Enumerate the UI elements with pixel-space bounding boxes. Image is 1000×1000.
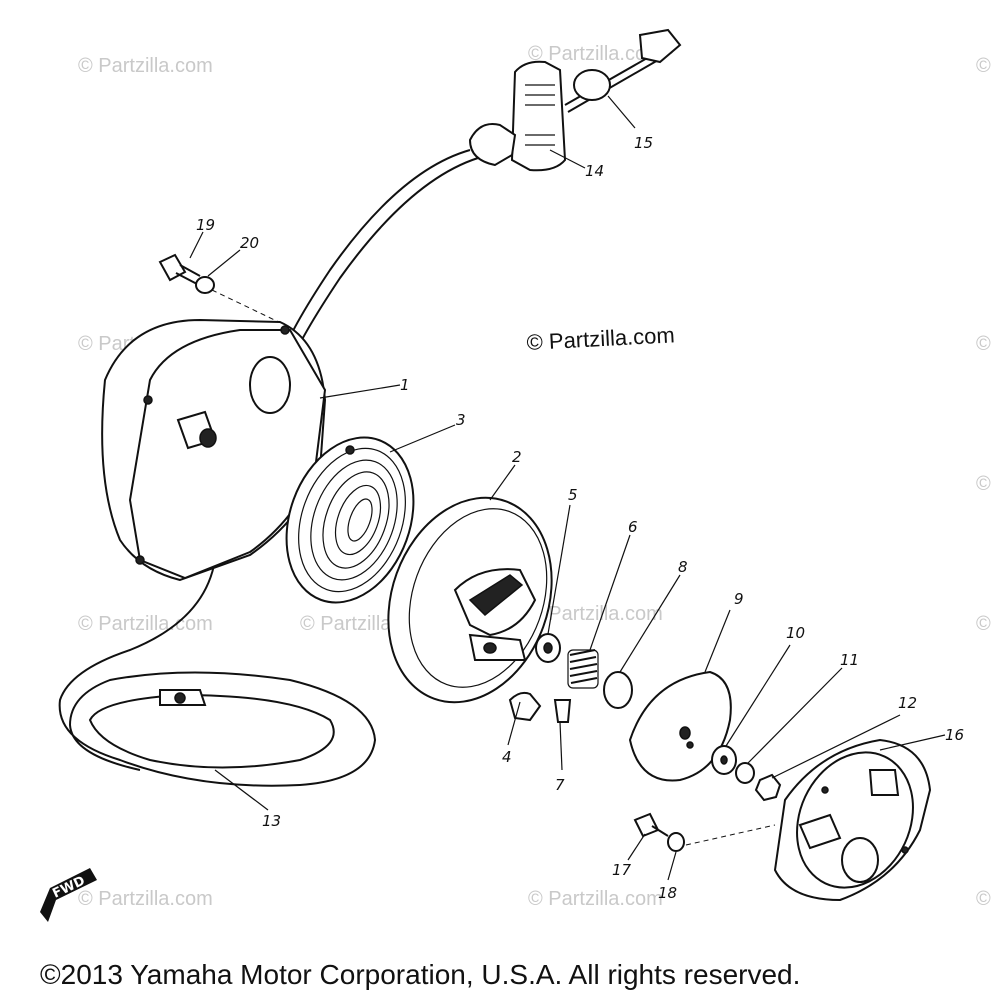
part-number-15: 15 [634, 134, 653, 152]
part-number-6: 6 [628, 518, 638, 536]
part-number-20: 20 [240, 234, 259, 252]
part-20-washer [195, 276, 215, 294]
part-number-5: 5 [568, 486, 578, 504]
center-watermark: © Partzilla.com [526, 322, 675, 355]
part-12-nut [754, 773, 782, 802]
watermark: © Partzilla.com [78, 55, 213, 77]
part-14-handle [468, 60, 567, 172]
leader-dashed [685, 824, 776, 846]
part-number-9: 9 [734, 590, 744, 608]
part-18-washer [667, 832, 685, 852]
part-4-pawl [508, 691, 542, 722]
watermark: © Partzilla.com [528, 43, 663, 65]
part-7-pin [553, 699, 572, 723]
part-number-18: 18 [658, 884, 677, 902]
part-19-bolt [158, 253, 201, 285]
watermark-edge: © [976, 888, 991, 910]
part-number-4: 4 [502, 748, 512, 766]
part-number-7: 7 [555, 776, 565, 794]
part-number-12: 12 [898, 694, 917, 712]
watermark-edge: © [976, 55, 991, 77]
part-11-lockwasher [735, 762, 755, 784]
watermark-edge: © [976, 613, 991, 635]
part-9-plate [628, 670, 732, 782]
part-number-2: 2 [512, 448, 522, 466]
part-number-14: 14 [585, 162, 604, 180]
part-number-17: 17 [612, 861, 632, 879]
part-number-13: 13 [262, 812, 281, 830]
part-1-housing [101, 318, 327, 582]
copyright-text: ©2013 Yamaha Motor Corporation, U.S.A. A… [40, 959, 800, 990]
leader-lines [189, 95, 946, 881]
part-5-washer [535, 633, 561, 663]
part-17-screw [633, 812, 669, 838]
part-number-16: 16 [945, 726, 964, 744]
part-number-19: 19 [196, 216, 215, 234]
watermark: © Partzilla.com [78, 613, 213, 635]
part-6-spring [567, 649, 599, 689]
part-number-10: 10 [786, 624, 805, 642]
part-2-pulley [387, 496, 553, 704]
part-13-starter-rope [58, 149, 479, 787]
watermark: © Partzilla.com [528, 888, 663, 910]
part-number-8: 8 [678, 558, 688, 576]
watermark: © Partzilla.com [528, 603, 663, 625]
part-number-1: 1 [400, 376, 410, 394]
part-10-washer [711, 745, 737, 775]
part-number-11: 11 [840, 651, 859, 669]
part-3-recoil-spring [285, 436, 415, 604]
watermark-edge: © [976, 333, 991, 355]
part-8-ring [603, 671, 633, 709]
part-15-bolt [564, 28, 682, 113]
leader-dashed [211, 289, 286, 326]
part-16-cover [773, 738, 932, 902]
watermark-edge: © [976, 473, 991, 495]
watermark: © Partzilla.com [78, 888, 213, 910]
part-number-3: 3 [456, 411, 466, 429]
